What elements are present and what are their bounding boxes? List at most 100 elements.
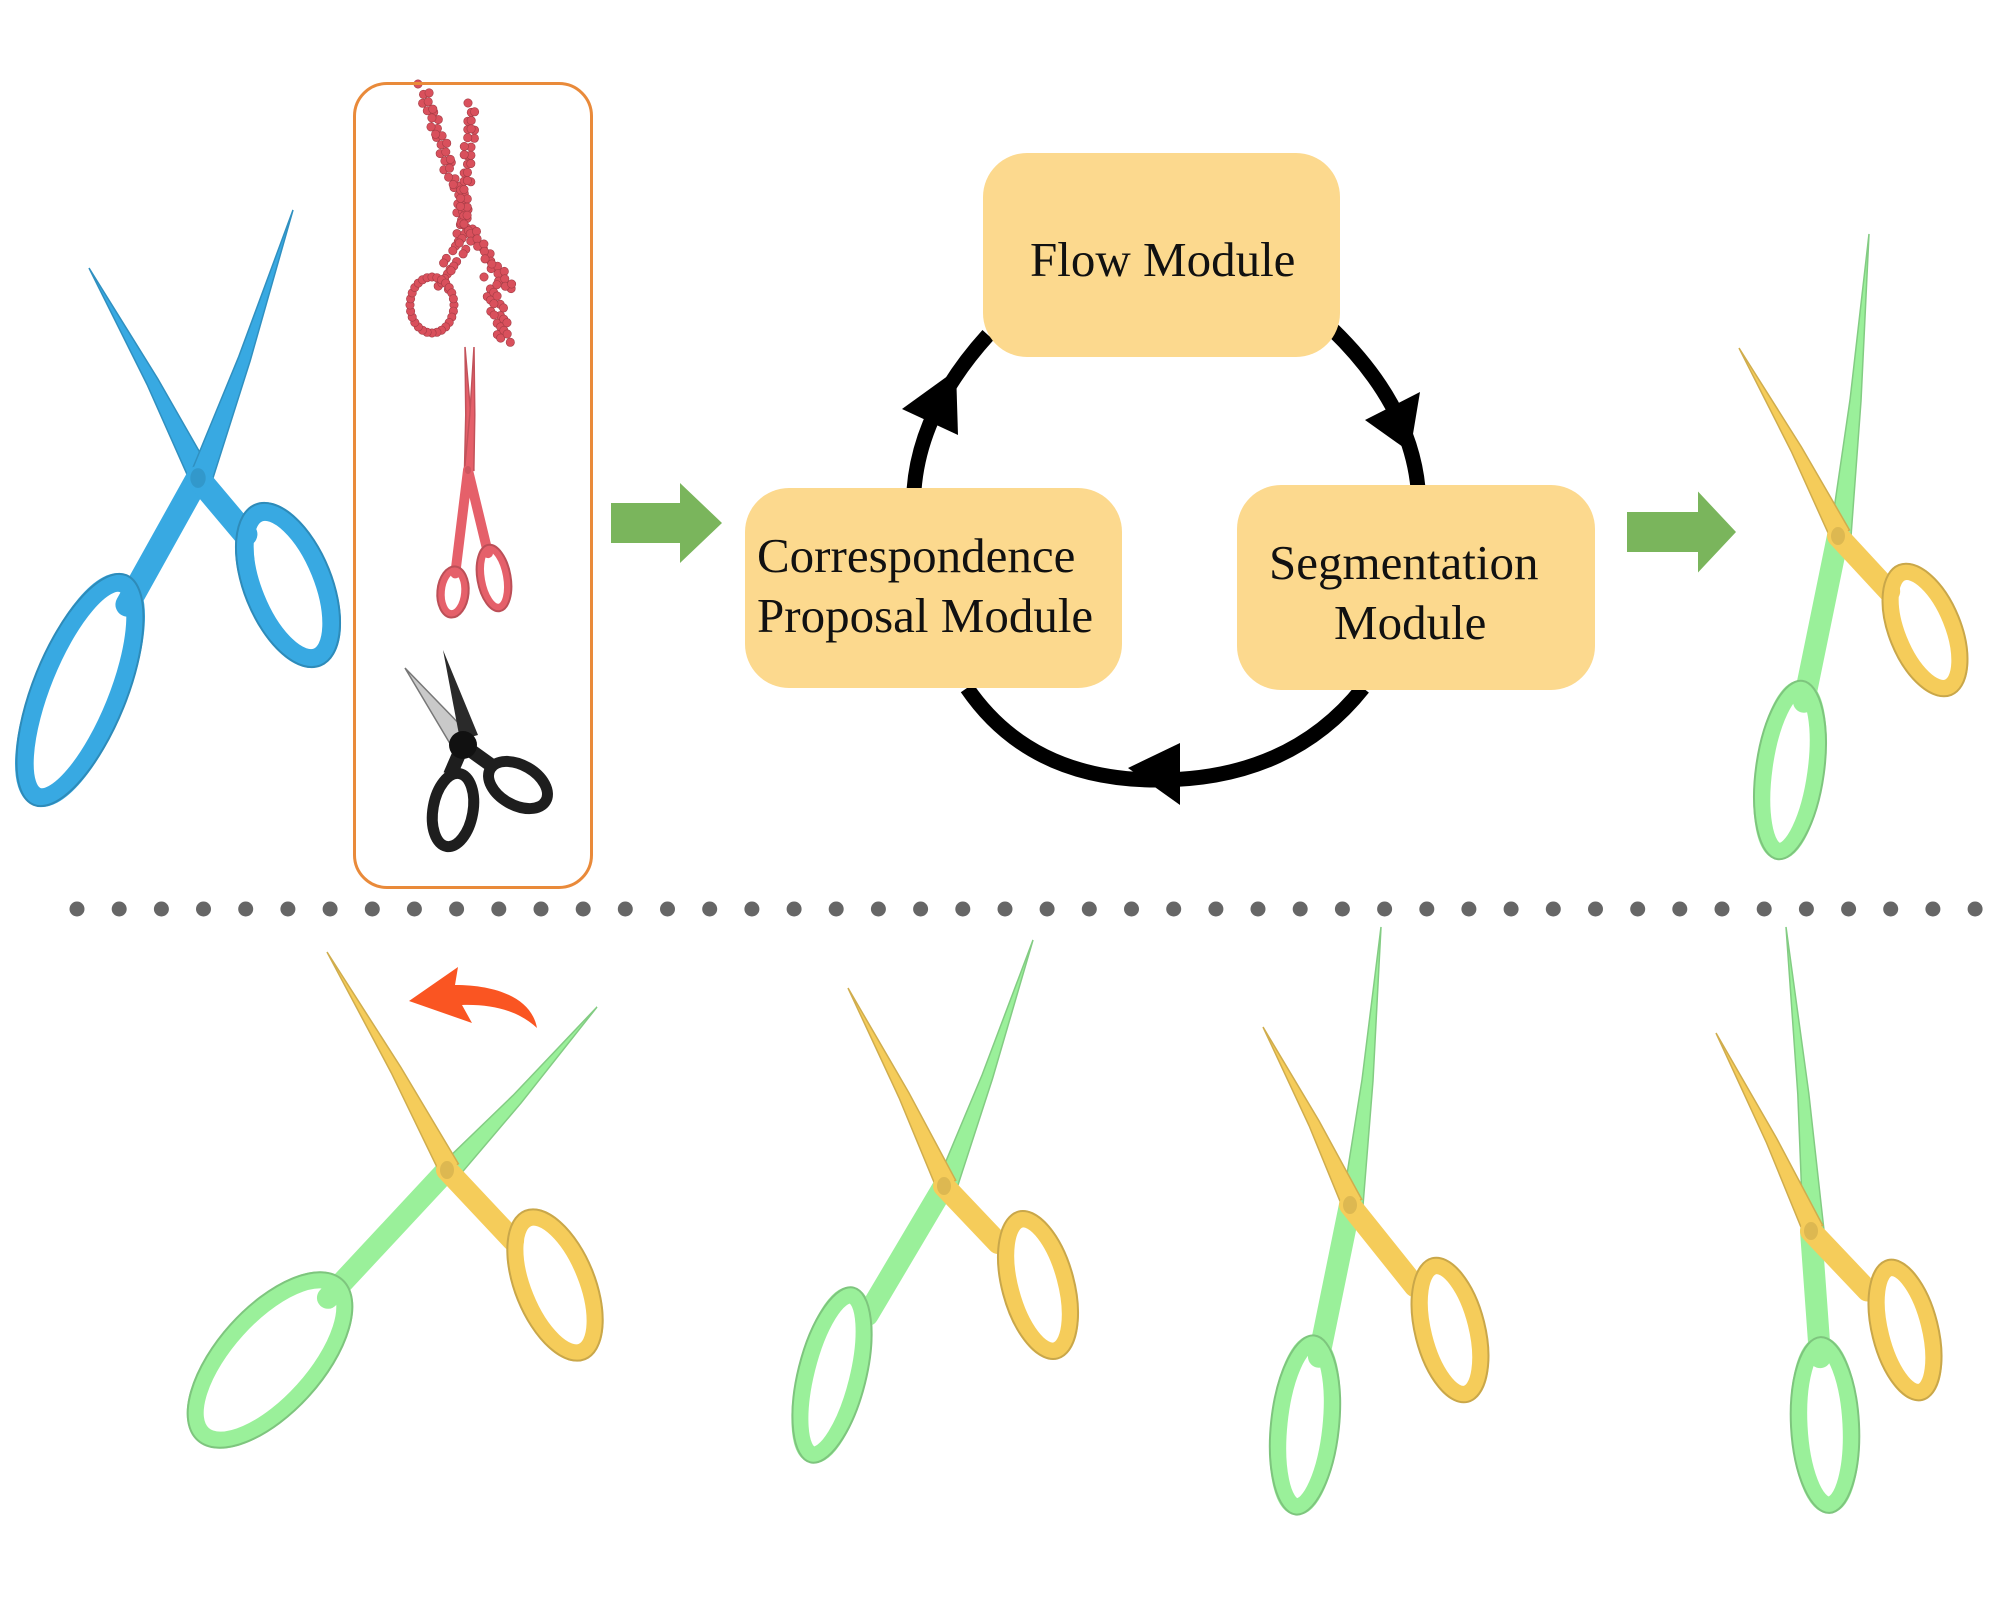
separator-dot (955, 901, 971, 917)
separator-dot (1334, 901, 1350, 917)
pivot-hub (449, 731, 477, 759)
finger-loop-edge (1881, 562, 1969, 698)
segmentation-module-label-line2: Module (1334, 595, 1487, 650)
mesh-scissors-red (436, 346, 513, 619)
separator-dot (1883, 901, 1899, 917)
scissor-part-a (186, 1006, 598, 1449)
segmentation-module-box: Segmentation Module (1237, 485, 1595, 690)
finger-loop (1269, 1334, 1341, 1516)
point (466, 124, 476, 134)
input-to-cycle-arrow (611, 483, 722, 563)
objects (14, 79, 1969, 1516)
finger-loop (437, 566, 469, 618)
separator-dot (913, 901, 929, 917)
sequence-scissors-4 (1715, 926, 1943, 1514)
blade (440, 1006, 598, 1180)
point (502, 329, 512, 339)
separator-dot (1166, 901, 1182, 917)
left-handle (426, 767, 480, 853)
finger-loop (1867, 1259, 1943, 1401)
correspondence-module-label-line1: Correspondence (757, 528, 1076, 583)
blade (188, 209, 294, 484)
scissor-part-a (14, 267, 212, 808)
segmented-scissors (1738, 233, 1969, 861)
point (448, 294, 458, 304)
point (492, 291, 502, 301)
separator-dot (997, 901, 1013, 917)
separator-dot (111, 901, 127, 917)
finger-loop-edge (186, 1271, 354, 1449)
segmentation-module-label-line1: Segmentation (1269, 535, 1539, 590)
point (463, 98, 473, 108)
point (444, 163, 454, 173)
separator-dot (744, 901, 760, 917)
point (448, 180, 458, 190)
handle-shank (463, 465, 493, 559)
point (462, 176, 472, 186)
motion-arrow (409, 967, 537, 1028)
separator-dot (1925, 901, 1941, 917)
separator-dot (449, 901, 465, 917)
finger-loop-edge (1410, 1256, 1490, 1404)
point (446, 266, 456, 276)
point (459, 185, 469, 195)
separator-dot (238, 901, 254, 917)
separator-dot (1841, 901, 1857, 917)
point (458, 249, 468, 259)
separator-dot (153, 901, 169, 917)
separator-dot (1630, 901, 1646, 917)
point (455, 202, 465, 212)
finger-loop-edge (506, 1208, 604, 1362)
point (507, 279, 517, 289)
handle-shank (1800, 1220, 1832, 1369)
separator-dot (491, 901, 507, 917)
separator-dot (870, 901, 886, 917)
point (454, 238, 464, 248)
scissor-part-b (463, 346, 513, 613)
separator-dot (1208, 901, 1224, 917)
separator-dot (1461, 901, 1477, 917)
separator-dot (406, 901, 422, 917)
handle-shank (933, 1175, 1010, 1255)
handle-shank (450, 465, 473, 579)
separator-dot (702, 901, 718, 917)
cycle-arrows (902, 324, 1426, 805)
separator-dot (322, 901, 338, 917)
point (487, 259, 497, 269)
point-cloud-scissors (405, 79, 517, 347)
handle-shank (436, 1159, 525, 1252)
separator-dot (1714, 901, 1730, 917)
point (442, 138, 452, 148)
point (492, 280, 502, 290)
finger-loop (1790, 1336, 1860, 1514)
handle-shank (1827, 525, 1901, 603)
blade (1738, 347, 1851, 541)
finger-loop-edge (234, 501, 342, 669)
finger-loop (1410, 1257, 1490, 1403)
finger-loop-edge (997, 1210, 1079, 1360)
finger-loop-edge (1268, 1334, 1342, 1516)
pivot-screw (1831, 527, 1845, 545)
sequence-scissors-2 (791, 939, 1079, 1464)
point (431, 129, 441, 139)
separator-dot (1292, 901, 1308, 917)
handle-shank (1793, 525, 1849, 713)
separator-dot (1756, 901, 1772, 917)
dotted-separator (69, 901, 1983, 917)
finger-loop (14, 573, 146, 807)
scissor-part-a (1785, 926, 1861, 1514)
finger-loop (1881, 563, 1969, 697)
scissor-part-a (1268, 926, 1382, 1516)
input-scissors-blue (14, 209, 342, 808)
scissor-part-b (1738, 347, 1969, 698)
point (444, 172, 454, 182)
handle-shank (185, 465, 258, 547)
arrowhead-to-correspondence (1128, 743, 1180, 805)
point (502, 318, 512, 328)
finger-loop-edge (1867, 1258, 1943, 1402)
handle-shank (115, 465, 211, 617)
finger-loop-edge (15, 572, 145, 808)
scissor-part-b (326, 951, 604, 1362)
separator-dot (660, 901, 675, 917)
